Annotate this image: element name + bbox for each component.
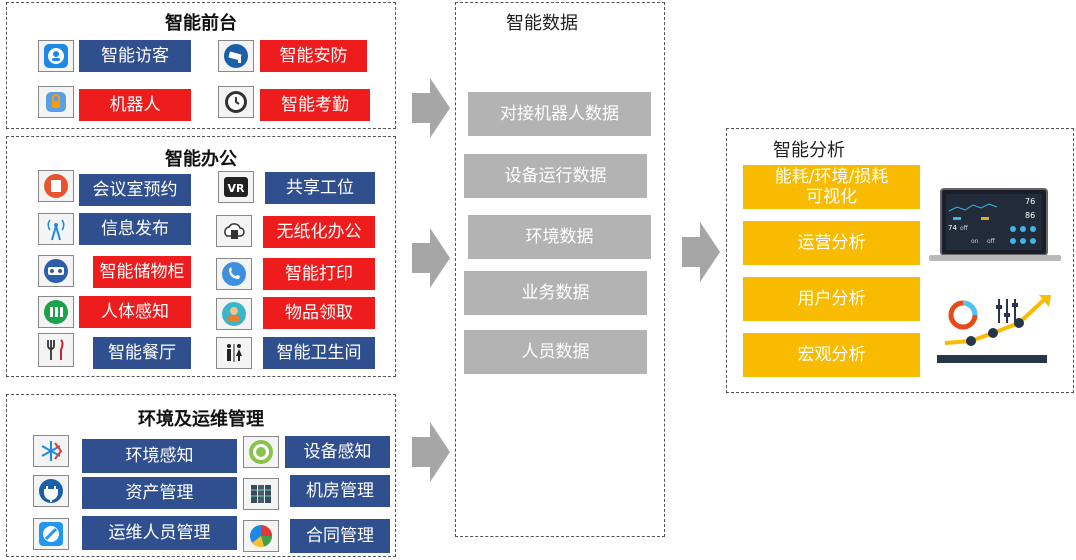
front-desk-title: 智能前台 — [165, 13, 237, 34]
data-item-business[interactable]: 业务数据 — [464, 271, 647, 315]
arrow-data-to-analysis — [682, 222, 720, 282]
robot-lock-icon — [38, 86, 74, 118]
contract-pie-icon — [243, 520, 279, 552]
data-item-robot[interactable]: 对接机器人数据 — [468, 92, 651, 136]
laptop-dashboard-icon: 76 74 off 86 off on — [929, 188, 1061, 261]
data-item-environment[interactable]: 环境数据 — [468, 215, 651, 259]
office-item-paperless[interactable]: 无纸化办公 — [263, 216, 375, 248]
analysis-item-operation[interactable]: 运营分析 — [743, 221, 920, 265]
vr-workstation-icon: VR — [218, 171, 254, 203]
broadcast-icon — [38, 213, 74, 245]
front-desk-panel: 智能前台 智能访客 智能安防 机器人 智能考勤 — [6, 2, 396, 129]
restroom-icon — [216, 337, 252, 369]
office-item-meeting[interactable]: 会议室预约 — [79, 174, 191, 206]
arrow-office-to-data — [412, 228, 450, 288]
analysis-title: 智能分析 — [773, 140, 845, 161]
dash-val-4: 86 — [1025, 211, 1035, 220]
dash-val-1: 76 — [1025, 197, 1035, 206]
front-item-visitor[interactable]: 智能访客 — [79, 40, 191, 72]
ops-item-staff[interactable]: 运维人员管理 — [82, 516, 237, 550]
ops-item-environment[interactable]: 环境感知 — [82, 439, 237, 473]
data-item-device-run[interactable]: 设备运行数据 — [464, 154, 647, 198]
server-room-icon — [243, 478, 279, 510]
office-item-restaurant[interactable]: 智能餐厅 — [93, 337, 191, 369]
office-item-pickup[interactable]: 物品领取 — [263, 297, 375, 329]
ops-item-contract[interactable]: 合同管理 — [290, 519, 390, 553]
environment-snow-icon — [33, 435, 69, 467]
arrow-ops-to-data — [412, 422, 450, 482]
ops-title: 环境及运维管理 — [138, 409, 264, 430]
locker-icon — [38, 255, 74, 287]
dash-val-5: off — [987, 238, 996, 245]
ops-item-device[interactable]: 设备感知 — [285, 436, 390, 468]
arrow-front-to-data — [412, 78, 450, 138]
body-sensor-icon — [38, 296, 74, 328]
asset-plug-icon — [33, 475, 69, 507]
visitor-icon — [38, 40, 74, 72]
device-rfid-icon — [243, 436, 279, 468]
paperless-cloud-icon — [216, 215, 252, 247]
front-item-robot[interactable]: 机器人 — [79, 89, 191, 121]
visualization-line2: 可视化 — [806, 187, 857, 207]
data-item-personnel[interactable]: 人员数据 — [464, 330, 647, 374]
analysis-item-visualization[interactable]: 能耗/环境/损耗 可视化 — [743, 165, 920, 209]
front-item-security[interactable]: 智能安防 — [260, 40, 367, 72]
print-phone-icon — [216, 258, 252, 290]
dash-val-6: on — [971, 238, 979, 245]
front-item-attendance[interactable]: 智能考勤 — [260, 89, 370, 121]
ops-staff-icon — [33, 518, 69, 550]
item-pickup-icon — [216, 298, 252, 330]
attendance-clock-icon — [218, 86, 254, 118]
dash-val-3: off — [960, 225, 969, 232]
meeting-room-icon — [38, 170, 74, 202]
dash-val-2: 74 — [948, 224, 957, 232]
ops-item-server-room[interactable]: 机房管理 — [290, 475, 390, 507]
analysis-panel: 智能分析 能耗/环境/损耗 可视化 运营分析 用户分析 宏观分析 76 74 o… — [726, 128, 1074, 393]
ops-panel: 环境及运维管理 环境感知 设备感知 资产管理 机房管理 运维人员管理 合同管理 — [6, 394, 396, 557]
office-item-locker[interactable]: 智能储物柜 — [93, 256, 191, 288]
analysis-item-macro[interactable]: 宏观分析 — [743, 333, 920, 377]
analytics-chart-icon — [937, 295, 1051, 363]
office-title: 智能办公 — [165, 149, 237, 170]
data-title: 智能数据 — [506, 13, 578, 34]
analysis-item-user[interactable]: 用户分析 — [743, 277, 920, 321]
office-item-restroom[interactable]: 智能卫生间 — [263, 337, 375, 369]
restaurant-icon — [38, 333, 74, 367]
security-camera-icon — [218, 40, 254, 72]
office-panel: 智能办公 会议室预约 VR 共享工位 信息发布 无纸化办公 智能储物柜 智能打印… — [6, 136, 396, 377]
office-item-print[interactable]: 智能打印 — [263, 258, 375, 290]
office-item-sensing[interactable]: 人体感知 — [79, 296, 191, 328]
ops-item-asset[interactable]: 资产管理 — [82, 477, 237, 509]
office-item-workstation[interactable]: 共享工位 — [265, 172, 375, 204]
visualization-line1: 能耗/环境/损耗 — [774, 167, 889, 187]
office-item-info[interactable]: 信息发布 — [79, 213, 191, 245]
svg-text:VR: VR — [228, 182, 246, 195]
data-panel: 智能数据 对接机器人数据 设备运行数据 环境数据 业务数据 人员数据 — [455, 2, 665, 537]
